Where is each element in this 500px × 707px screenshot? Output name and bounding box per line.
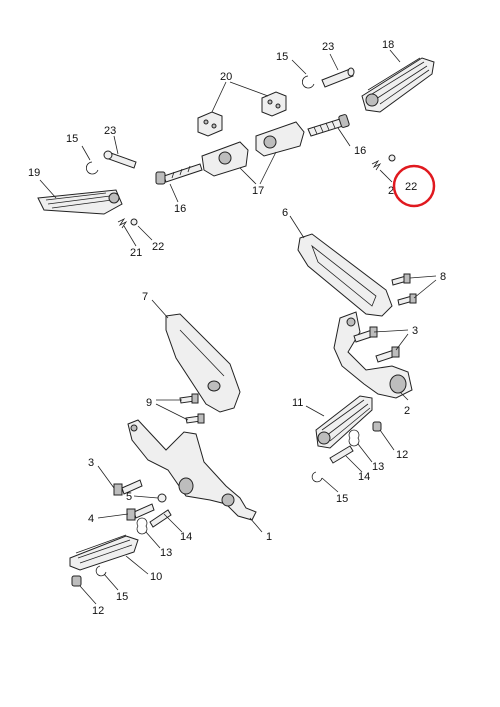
bolts-part-8 [391, 273, 417, 306]
ball-part-22-left [130, 218, 138, 226]
plate-part-20 [197, 91, 287, 137]
bolt-part-12-right [372, 421, 382, 432]
bolt-part-3-left [113, 479, 143, 496]
label-part-3-left: 3 [88, 457, 94, 469]
bracket-part-17 [201, 121, 305, 177]
label-part-22-right: 22 [405, 181, 417, 193]
label-part-9: 9 [146, 397, 152, 409]
label-part-13-right: 13 [372, 461, 384, 473]
bolt-part-12-bottom [71, 575, 82, 587]
washer-part-5 [157, 493, 167, 503]
pin-part-14-right [329, 445, 354, 464]
label-part-12-right: 12 [396, 449, 408, 461]
label-part-8: 8 [440, 271, 446, 283]
label-part-6: 6 [282, 207, 288, 219]
leader-lines [39, 49, 437, 605]
left-footrest-assembly [69, 313, 257, 587]
spring-part-21-right [371, 159, 382, 171]
pin-part-23-upper [321, 67, 355, 88]
label-part-7: 7 [142, 291, 148, 303]
bolts-part-9 [179, 393, 205, 424]
pin-part-23-lower [103, 150, 137, 169]
footpeg-part-11 [315, 395, 373, 449]
rear-footrest-assembly [37, 57, 435, 229]
hanger-part-1 [127, 419, 257, 521]
label-part-15-bottom: 15 [116, 591, 128, 603]
label-part-4: 4 [88, 513, 94, 525]
label-part-15-left: 15 [66, 133, 78, 145]
label-part-11: 11 [292, 397, 303, 409]
clip-part-15-left [86, 161, 99, 175]
heel-plate-part-7 [165, 313, 241, 413]
label-part-14-right: 14 [358, 471, 370, 483]
ball-part-22-right [388, 154, 396, 162]
label-part-16-right: 16 [354, 145, 366, 157]
label-part-21-left: 21 [130, 247, 142, 259]
footpeg-part-18 [361, 57, 435, 113]
label-part-21-right-partial: 2 [388, 185, 394, 197]
spring-part-13-right [348, 429, 360, 447]
label-part-13-left: 13 [160, 547, 172, 559]
label-part-23-left: 23 [104, 125, 116, 137]
label-part-19: 19 [28, 167, 40, 179]
label-part-22-left: 22 [152, 241, 164, 253]
spring-part-21-left [117, 217, 128, 229]
clip-part-15-upper [302, 75, 315, 89]
label-part-14-left: 14 [180, 531, 192, 543]
hanger-part-2 [333, 311, 413, 399]
label-part-20: 20 [220, 71, 232, 83]
spring-part-13-left [136, 517, 148, 535]
pin-part-14-left [149, 509, 172, 528]
label-part-1: 1 [266, 531, 272, 543]
footpeg-part-10 [69, 534, 139, 571]
label-part-3-right: 3 [412, 325, 418, 337]
bolt-part-4 [126, 503, 155, 521]
label-part-12-bottom: 12 [92, 605, 104, 617]
clip-part-15-bottom [95, 565, 107, 577]
label-part-10: 10 [150, 571, 162, 583]
label-part-15-right: 15 [336, 493, 348, 505]
heel-plate-part-6 [297, 233, 393, 317]
bolt-part-16-left [155, 163, 203, 185]
label-part-23-top: 23 [322, 41, 334, 53]
label-part-15-top: 15 [276, 51, 288, 63]
bolt-part-16-right [307, 114, 350, 137]
part-labels: 15 23 18 20 15 23 16 17 19 16 21 22 2 22… [28, 39, 446, 617]
label-part-17: 17 [252, 185, 264, 197]
footpeg-part-19 [37, 189, 123, 215]
clip-part-15-right [311, 471, 323, 483]
label-part-16-left: 16 [174, 203, 186, 215]
highlight-circle [392, 164, 436, 208]
right-footrest-assembly [297, 233, 417, 483]
label-part-5: 5 [126, 491, 132, 503]
label-part-2: 2 [404, 405, 410, 417]
label-part-18: 18 [382, 39, 394, 51]
